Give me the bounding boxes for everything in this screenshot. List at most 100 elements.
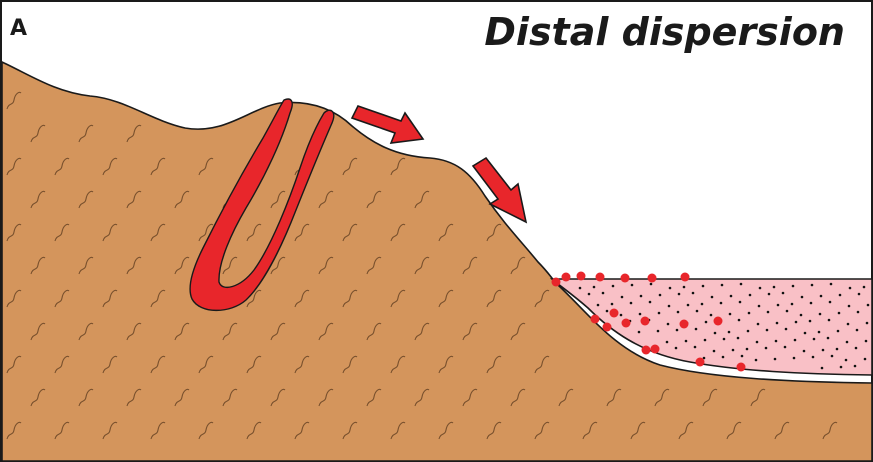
- sediment-dot: [722, 356, 725, 359]
- sediment-dot: [839, 294, 842, 297]
- sediment-dot: [704, 339, 707, 342]
- sediment-dot: [711, 296, 714, 299]
- sediment-dot: [821, 367, 824, 370]
- sediment-dot: [639, 313, 642, 316]
- sediment-dot: [588, 293, 591, 296]
- sediment-dot: [846, 341, 849, 344]
- sediment-dot: [848, 305, 851, 308]
- sediment-dot: [755, 359, 758, 362]
- sediment-dot: [838, 312, 841, 315]
- sediment-dot: [811, 284, 814, 287]
- sediment-dot: [828, 319, 831, 322]
- sediment-dot: [710, 314, 713, 317]
- sediment-dot: [678, 293, 681, 296]
- sediment-dot: [630, 302, 633, 305]
- sediment-dot: [792, 285, 795, 288]
- sediment-dot: [720, 302, 723, 305]
- grain: [680, 320, 689, 329]
- sediment-dot: [801, 296, 804, 299]
- sediment-dot: [758, 305, 761, 308]
- sediment-dot: [856, 329, 859, 332]
- sediment-dot: [822, 349, 825, 352]
- sediment-dot: [782, 292, 785, 295]
- sediment-dot: [809, 320, 812, 323]
- grain: [552, 278, 561, 287]
- grain: [622, 319, 631, 328]
- sediment-dot: [866, 322, 869, 325]
- sediment-dot: [730, 295, 733, 298]
- sediment-dot: [756, 341, 759, 344]
- sediment-dot: [812, 356, 815, 359]
- sediment-dot: [747, 330, 750, 333]
- sediment-dot: [845, 359, 848, 362]
- sediment-dot: [650, 283, 653, 286]
- sediment-dot: [728, 331, 731, 334]
- sediment-dot: [721, 284, 724, 287]
- sediment-dot: [696, 310, 699, 313]
- sediment-dot: [837, 330, 840, 333]
- sediment-dot: [649, 301, 652, 304]
- sediment-dot: [714, 332, 717, 335]
- sediment-dot: [612, 285, 615, 288]
- sediment-dot: [701, 303, 704, 306]
- sediment-dot: [831, 355, 834, 358]
- grain: [641, 317, 650, 326]
- sediment-dot: [597, 304, 600, 307]
- sediment-dot: [829, 301, 832, 304]
- sediment-dot: [702, 285, 705, 288]
- sediment-dot: [638, 331, 641, 334]
- sediment-dot: [695, 328, 698, 331]
- sediment-dot: [854, 365, 857, 368]
- sediment-dot: [865, 340, 868, 343]
- sediment-dot: [611, 303, 614, 306]
- sediment-dot: [813, 338, 816, 341]
- grain: [714, 317, 723, 326]
- sediment-dot: [794, 339, 797, 342]
- sediment-dot: [666, 341, 669, 344]
- sediment-dot: [677, 311, 680, 314]
- sediment-dot: [847, 323, 850, 326]
- sediment-dot: [864, 358, 867, 361]
- sediment-dot: [757, 323, 760, 326]
- sediment-dot: [657, 330, 660, 333]
- sediment-dot: [692, 292, 695, 295]
- sediment-dot: [777, 304, 780, 307]
- sediment-dot: [759, 287, 762, 290]
- sediment-dot: [687, 304, 690, 307]
- sediment-dot: [767, 311, 770, 314]
- sediment-dot: [795, 321, 798, 324]
- sediment-dot: [631, 284, 634, 287]
- sediment-dot: [768, 293, 771, 296]
- sediment-dot: [732, 349, 735, 352]
- sediment-dot: [791, 303, 794, 306]
- sediment-dot: [683, 286, 686, 289]
- sediment-dot: [749, 294, 752, 297]
- grain: [596, 273, 605, 282]
- sediment-dot: [685, 340, 688, 343]
- sediment-dot: [793, 357, 796, 360]
- sediment-dot: [857, 311, 860, 314]
- sediment-dot: [849, 287, 852, 290]
- sediment-dot: [820, 295, 823, 298]
- grain: [603, 323, 612, 332]
- sediment-dot: [775, 340, 778, 343]
- sediment-dot: [713, 350, 716, 353]
- grain: [737, 363, 746, 372]
- sediment-dot: [863, 286, 866, 289]
- sediment-dot: [669, 287, 672, 290]
- sediment-dot: [766, 329, 769, 332]
- sediment-dot: [738, 319, 741, 322]
- sediment-dot: [773, 286, 776, 289]
- sediment-dot: [858, 293, 861, 296]
- sediment-dot: [737, 337, 740, 340]
- sediment-dot: [836, 348, 839, 351]
- sediment-dot: [579, 287, 582, 290]
- sediment-dot: [819, 313, 822, 316]
- sediment-dot: [723, 338, 726, 341]
- sediment-dot: [606, 310, 609, 313]
- sediment-dot: [827, 337, 830, 340]
- grain: [591, 315, 600, 324]
- sediment-dot: [741, 355, 744, 358]
- sediment-dot: [621, 296, 624, 299]
- sediment-dot: [855, 347, 858, 350]
